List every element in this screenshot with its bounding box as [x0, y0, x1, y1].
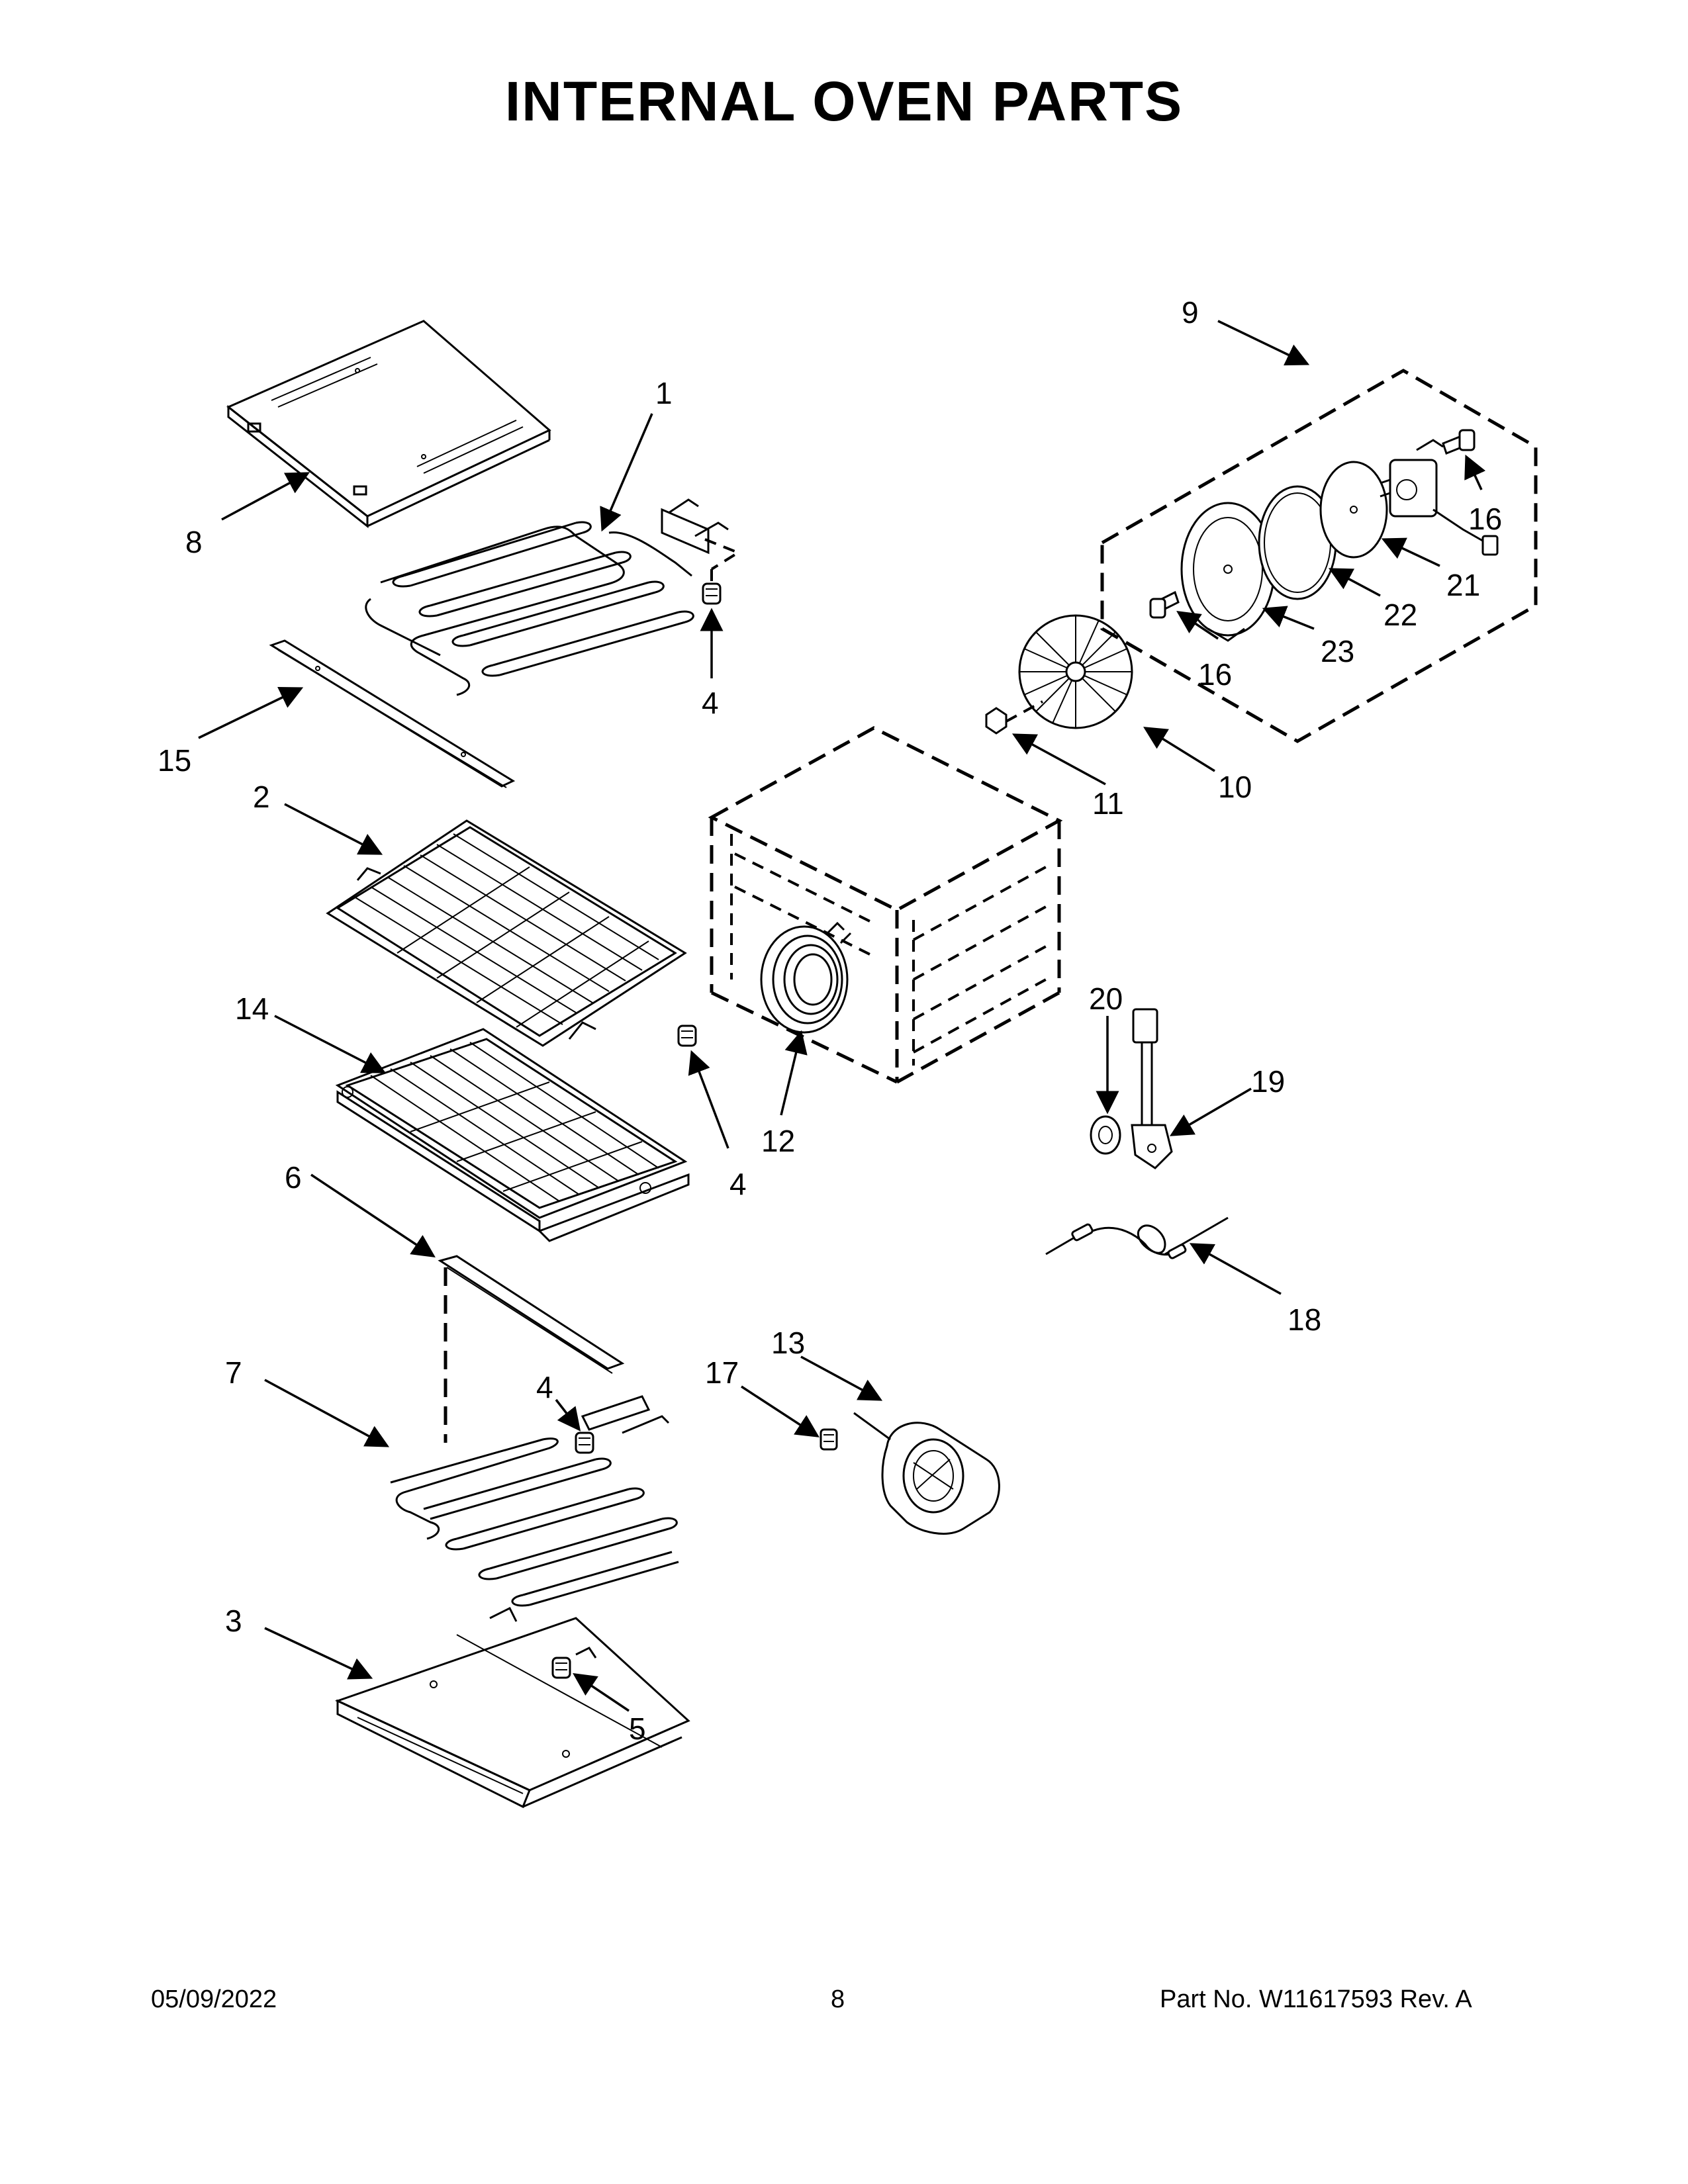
callout-16-cover: 16 — [1198, 657, 1232, 692]
part-4-screw-bake — [575, 1432, 594, 1454]
callout-19: 19 — [1251, 1064, 1285, 1099]
footer-page-number: 8 — [831, 1985, 845, 2013]
callout-3: 3 — [225, 1604, 242, 1638]
footer-date: 05/09/2022 — [151, 1985, 277, 2013]
part-11-nut — [985, 700, 1043, 735]
part-9-convection-assembly — [1100, 369, 1538, 743]
part-16-screw-motor — [1442, 429, 1476, 455]
callout-9: 9 — [1182, 295, 1199, 330]
callout-5: 5 — [629, 1711, 646, 1746]
part-3-bottom-panel — [335, 1606, 690, 1809]
callout-21: 21 — [1446, 568, 1480, 602]
callout-13: 13 — [771, 1326, 805, 1360]
part-2-oven-rack — [326, 819, 687, 1047]
callout-15: 15 — [158, 743, 191, 778]
part-20-nut — [1090, 1115, 1121, 1155]
part-15-rail — [269, 639, 516, 788]
callout-11: 11 — [1092, 786, 1124, 821]
callout-18: 18 — [1288, 1302, 1321, 1337]
callout-7: 7 — [225, 1355, 242, 1390]
part-18-probe — [1045, 1216, 1229, 1259]
callout-4-bake: 4 — [536, 1370, 553, 1404]
callout-12: 12 — [761, 1124, 795, 1158]
part-23-fan-cover — [1180, 502, 1276, 642]
callout-2: 2 — [253, 780, 270, 814]
page-title: INTERNAL OVEN PARTS — [504, 70, 1184, 132]
footer-part-number: Part No. W11617593 Rev. A — [1160, 1985, 1472, 2013]
callout-4-top: 4 — [702, 686, 719, 720]
part-5-screw — [551, 1657, 571, 1679]
part-1-broil-element — [365, 498, 741, 696]
part-12-oven-cavity — [708, 726, 1063, 1084]
callout-10: 10 — [1218, 770, 1252, 804]
callout-4-cavity: 4 — [729, 1167, 747, 1201]
callout-arrows — [198, 320, 1486, 1712]
callout-labels: 1 8 4 15 2 14 6 7 4 3 5 4 12 11 10 16 9 … — [158, 295, 1502, 1746]
part-7-bake-element — [390, 1395, 679, 1607]
part-14-sliding-rack — [335, 1028, 690, 1242]
part-19-sensor — [1131, 1008, 1173, 1169]
part-6-bracket — [438, 1255, 625, 1443]
callout-22: 22 — [1383, 598, 1417, 632]
part-4-screw-top — [702, 582, 722, 605]
part-21-plate — [1319, 461, 1388, 559]
part-4-screw-cavity — [677, 1024, 697, 1047]
callout-14: 14 — [235, 991, 269, 1026]
callout-16-motor: 16 — [1468, 502, 1502, 536]
part-16-screw-cover — [1149, 590, 1180, 619]
part-17-screw — [820, 1428, 838, 1451]
callout-17: 17 — [705, 1355, 739, 1390]
callout-23: 23 — [1321, 634, 1354, 668]
part-8-top-panel — [226, 320, 551, 529]
callout-8: 8 — [185, 525, 203, 559]
convection-motor — [1380, 439, 1499, 556]
part-13-light-assembly — [853, 1412, 1000, 1535]
callout-1: 1 — [655, 376, 673, 410]
callout-6: 6 — [285, 1160, 302, 1195]
callout-20: 20 — [1089, 981, 1123, 1016]
part-10-fan-blade — [1018, 614, 1133, 729]
